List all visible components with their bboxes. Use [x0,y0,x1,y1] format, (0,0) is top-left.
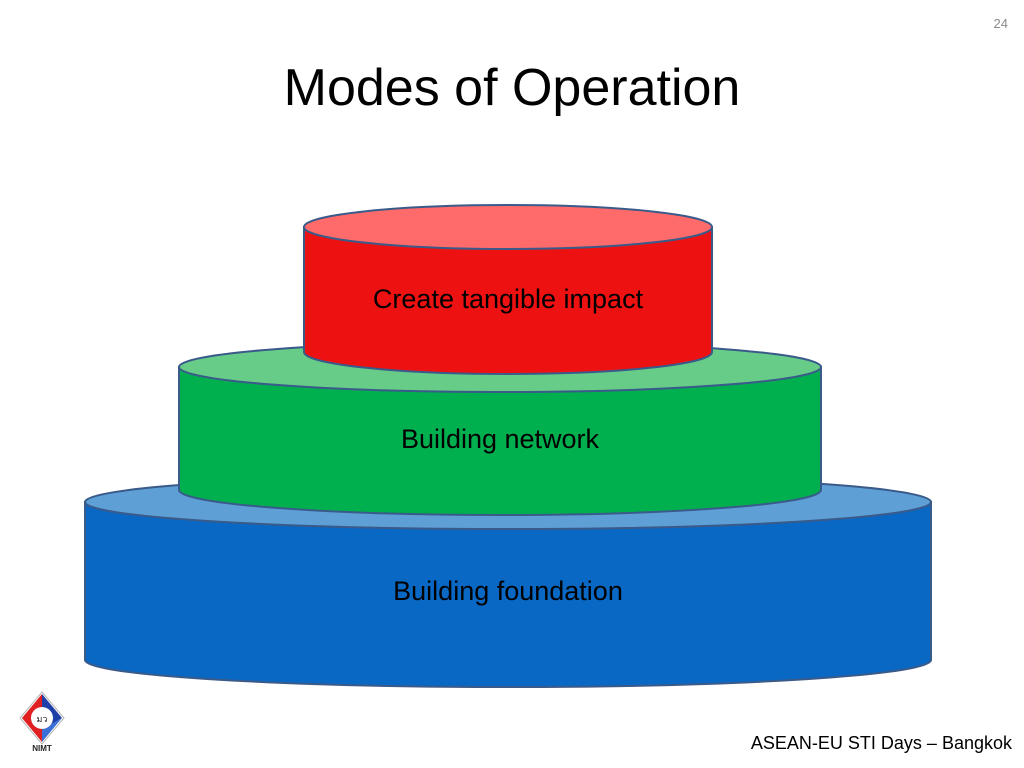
layer-foundation: Building foundation [84,474,932,688]
layer-network-side [178,366,822,516]
logo-text: NIMT [32,744,52,752]
layer-impact: Create tangible impact [303,204,713,375]
layer-impact-side [303,226,713,375]
layer-impact-top [303,204,713,250]
layer-impact-label: Create tangible impact [373,284,644,314]
layer-foundation-side [84,501,932,688]
layer-foundation-label: Building foundation [393,576,623,606]
logo-mark: มว [37,715,48,725]
slide-title: Modes of Operation [283,59,741,117]
page-number: 24 [993,16,1008,31]
footer-text: ASEAN-EU STI Days – Bangkok [750,733,1012,753]
nimt-logo: มว NIMT [19,691,65,752]
layer-network-label: Building network [401,424,600,454]
